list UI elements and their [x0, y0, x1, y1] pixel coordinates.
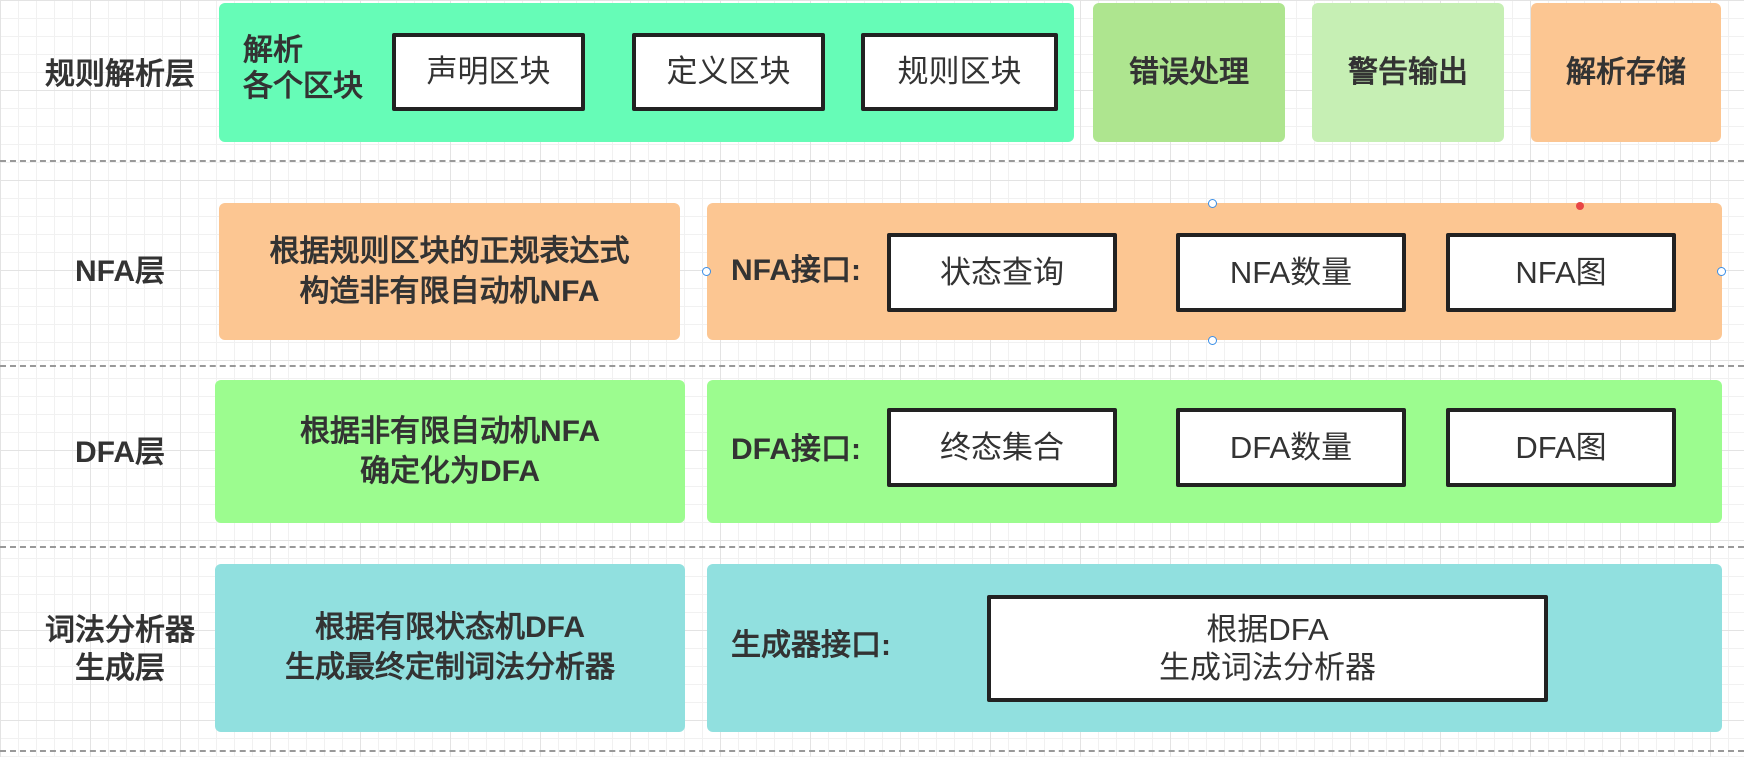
definition-block-box[interactable]: 定义区块 — [632, 33, 825, 111]
nfa-construction-panel[interactable]: 根据规则区块的正规表达式 构造非有限自动机NFA — [219, 203, 680, 340]
generate-lexer-box[interactable]: 根据DFA 生成词法分析器 — [987, 595, 1548, 702]
selection-handle-bottom[interactable] — [1208, 336, 1217, 345]
error-handling-panel[interactable]: 错误处理 — [1093, 3, 1285, 142]
layer-divider — [0, 546, 1744, 548]
parse-blocks-title: 解析 各个区块 — [243, 34, 363, 103]
rule-block-box[interactable]: 规则区块 — [861, 33, 1058, 111]
layer-label-rule-parsing: 规则解析层 — [45, 58, 195, 91]
selection-handle-right[interactable] — [1717, 267, 1726, 276]
layer-label-nfa: NFA层 — [75, 255, 165, 288]
nfa-interface-title: NFA接口: — [731, 254, 861, 287]
layer-divider — [0, 365, 1744, 367]
dfa-graph-box[interactable]: DFA图 — [1446, 408, 1676, 487]
generator-interface-title: 生成器接口: — [731, 629, 891, 662]
parse-storage-panel[interactable]: 解析存储 — [1531, 3, 1721, 142]
layer-divider — [0, 160, 1744, 162]
state-query-box[interactable]: 状态查询 — [887, 233, 1117, 312]
warning-output-panel[interactable]: 警告输出 — [1312, 3, 1504, 142]
selection-handle-left[interactable] — [702, 267, 711, 276]
nfa-interface-panel[interactable]: NFA接口: 状态查询 NFA数量 NFA图 — [707, 203, 1722, 340]
nfa-graph-box[interactable]: NFA图 — [1446, 233, 1676, 312]
rotation-handle[interactable] — [1576, 202, 1584, 210]
parse-blocks-panel[interactable]: 解析 各个区块 声明区块 定义区块 规则区块 — [219, 3, 1074, 142]
nfa-count-box[interactable]: NFA数量 — [1176, 233, 1406, 312]
layer-label-dfa: DFA层 — [75, 436, 165, 469]
final-state-set-box[interactable]: 终态集合 — [887, 408, 1117, 487]
dfa-determinization-panel[interactable]: 根据非有限自动机NFA 确定化为DFA — [215, 380, 685, 523]
layer-divider — [0, 750, 1744, 752]
declaration-block-box[interactable]: 声明区块 — [392, 33, 585, 111]
dfa-interface-title: DFA接口: — [731, 433, 861, 466]
dfa-interface-panel[interactable]: DFA接口: 终态集合 DFA数量 DFA图 — [707, 380, 1722, 523]
lexer-generation-panel[interactable]: 根据有限状态机DFA 生成最终定制词法分析器 — [215, 564, 685, 732]
layer-label-lexer-generator: 词法分析器 生成层 — [45, 614, 195, 685]
generator-interface-panel[interactable]: 生成器接口: 根据DFA 生成词法分析器 — [707, 564, 1722, 732]
dfa-count-box[interactable]: DFA数量 — [1176, 408, 1406, 487]
selection-handle-top[interactable] — [1208, 199, 1217, 208]
